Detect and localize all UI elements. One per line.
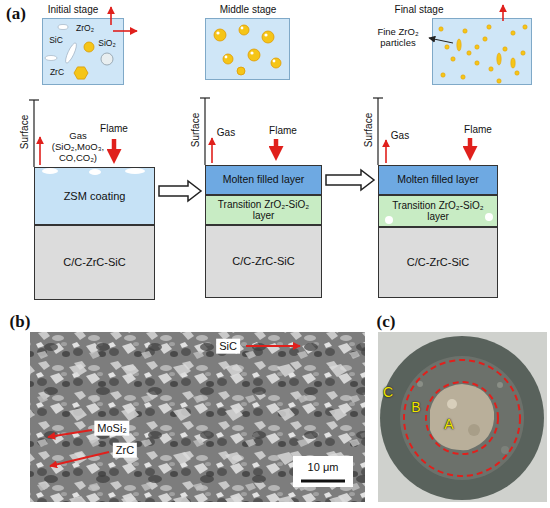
- pointer-arrow: [48, 346, 300, 466]
- particle-sketch: [433, 19, 533, 86]
- layer-label: C/C-ZrC-SiC: [405, 256, 471, 268]
- panel-label: (c): [377, 312, 396, 332]
- stage-arrow: [326, 170, 374, 190]
- surface-label: Surface: [363, 113, 375, 147]
- transition-layer: Transition ZrO₂-SiO₂ layer: [205, 195, 322, 225]
- pores: [42, 168, 145, 175]
- zone-boundary: [404, 360, 520, 476]
- flame-label: Flame: [464, 124, 492, 136]
- molten-layer: Molten filled layer: [205, 165, 322, 195]
- substrate-layer: C/C-ZrC-SiC: [205, 225, 322, 298]
- stage-title: Middle stage: [220, 4, 277, 15]
- zone-label: B: [411, 399, 420, 415]
- particle-sketch: [206, 19, 291, 81]
- surface-bracket: [29, 98, 383, 167]
- gas-label: Gas: [391, 130, 409, 142]
- scale-label: 10 μm: [308, 461, 339, 474]
- flame-label: Flame: [269, 125, 297, 137]
- phase-label: SiO₂: [98, 39, 115, 48]
- flame-arrow: [114, 138, 470, 158]
- phase-label: ZrC: [113, 443, 137, 458]
- sample-photo: [378, 332, 547, 502]
- layer-label: ZSM coating: [62, 190, 128, 202]
- transition-layer: Transition ZrO₂-SiO₂ layer: [378, 195, 498, 227]
- scale-bar: [293, 456, 353, 487]
- coating-layer: ZSM coating: [34, 167, 155, 225]
- phase-label: ZrC: [50, 68, 64, 77]
- substrate-layer: C/C-ZrC-SiC: [34, 225, 155, 300]
- stage-arrow: [159, 181, 201, 201]
- gas-arrow: [502, 5, 504, 21]
- surface-label: Surface: [19, 115, 31, 149]
- layer-label: Transition ZrO₂-SiO₂ layer: [212, 199, 316, 221]
- layer-label: Molten filled layer: [395, 174, 481, 186]
- layer-label: Molten filled layer: [221, 174, 307, 186]
- callout-label: Fine ZrO₂ particles: [371, 27, 425, 49]
- substrate-layer: C/C-ZrC-SiC: [378, 227, 498, 298]
- particles: [439, 25, 527, 83]
- stage-inset: Final stage: [432, 18, 532, 85]
- phase-label: SiC: [49, 36, 63, 45]
- sem-micrograph: [30, 332, 365, 502]
- layer-label: C/C-ZrC-SiC: [230, 255, 296, 267]
- layer-label: C/C-ZrC-SiC: [61, 256, 127, 268]
- phase-label: ZrO₂: [76, 24, 94, 33]
- zone-label: C: [383, 384, 393, 400]
- stage-title: Final stage: [395, 4, 444, 15]
- highlights: [216, 27, 275, 63]
- stage-title: Initial stage: [48, 3, 99, 14]
- gas-arrow: [111, 7, 137, 31]
- zone-label: A: [444, 416, 453, 432]
- stage-inset: Middle stage: [205, 18, 290, 80]
- leader-line: [429, 38, 453, 43]
- flame-label: Flame: [100, 123, 128, 135]
- panel-label: (a): [6, 4, 26, 24]
- phase-label: SiC: [216, 339, 240, 354]
- gas-label: Gas (SiO₂,MoO₃, CO,CO₂): [47, 131, 109, 164]
- particles: [214, 25, 281, 75]
- particles: [45, 25, 113, 80]
- stage-inset: Initial stageSiCZrO₂SiO₂ZrC: [42, 18, 124, 85]
- layer-label: Transition ZrO₂-SiO₂ layer: [386, 200, 490, 222]
- surface-label: Surface: [190, 113, 202, 147]
- gas-label: Gas: [217, 127, 235, 139]
- panel-label: (b): [10, 312, 31, 332]
- molten-layer: Molten filled layer: [378, 165, 498, 195]
- phase-label: MoSi₂: [94, 421, 129, 436]
